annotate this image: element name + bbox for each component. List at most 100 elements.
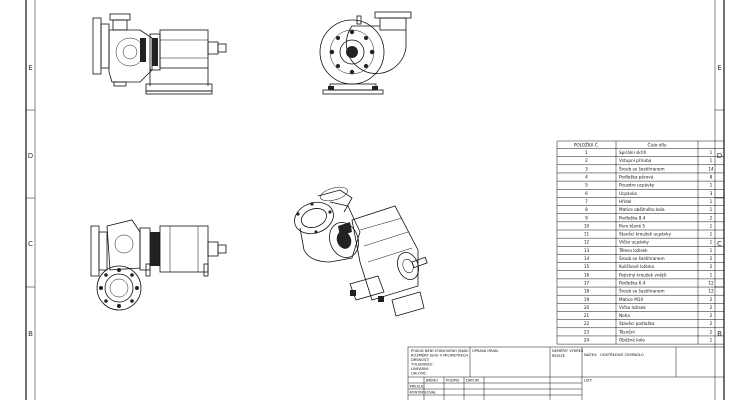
bom-row-part-name: Šroub se šestihranem [619,256,665,261]
bom-row-quantity: 1 [710,223,713,228]
tolerance-note-2: DRSNOST: [411,358,429,362]
bom-row-item-no: 13 [584,248,590,253]
bom-row-item-no: 23 [584,329,590,334]
bom-row-quantity: 2 [710,215,713,220]
bom-row-item-no: 16 [584,272,590,277]
bom-row-part-name: Pouzdro ucpávky [619,183,655,188]
bom-row-quantity: 1 [710,199,713,204]
bom-row-quantity: 2 [710,305,713,310]
zone-label-right-c: C [717,240,722,248]
bom-row-quantity: 1 [710,248,713,253]
bom-row-item-no: 18 [584,289,590,294]
bom-row-quantity: 14 [708,166,714,171]
bom-row-item-no: 21 [584,313,590,318]
bom-row-part-name: Těleso ložisek [618,248,648,253]
row-label-drawn: KRESLIL [410,385,424,389]
bom-row-item-no: 24 [584,338,590,343]
bom-row-quantity: 2 [710,313,713,318]
bom-row-item-no: 12 [584,240,590,245]
bom-row-item-no: 1 [585,150,588,155]
bom-row-part-name: Šroub se šestihranem [619,289,665,294]
bom-row-part-name: Víčko ložisek [619,305,646,310]
bom-row-quantity: 2 [710,297,713,302]
bom-row-part-name: Matice M10 [619,297,643,302]
bom-row-item-no: 17 [584,280,590,285]
bom-row-part-name: Spirální skříň [619,150,647,155]
col-label-date: DATUM [466,379,479,383]
bom-row-item-no: 6 [585,191,588,196]
bom-row-quantity: 1 [710,207,713,212]
bom-row-part-name: Víčko ucpávky [619,240,649,245]
do-not-scale-label: NEMĚŘIT VÝKRES [552,348,584,353]
pump-isometric-view [294,186,428,317]
bom-row-item-no: 20 [584,305,590,310]
pump-front-view [319,11,412,95]
tolerance-note-5: ÚHLOVÉ: [411,371,427,376]
tolerance-note-3: TOLERANCE: [410,363,434,367]
zone-label-left-d: D [28,152,33,160]
bom-row-part-name: Matice oběžného kola [619,207,665,212]
bom-row-part-name: Těsnění [618,329,635,334]
bom-row-part-name: Podložka pérová [619,175,654,180]
bom-row-quantity: 1 [710,150,713,155]
bom-row-part-name: Hřídel [619,199,631,204]
bom-row-part-name: Podložka 6.4 [619,280,646,285]
drawing-title: ODSTŘEDIVÉ ČERPADLO [600,352,644,357]
bom-row-item-no: 10 [584,223,590,228]
bom-row-part-name: Vstupní příruba [619,158,652,163]
col-label-name: JMÉNO [425,378,438,383]
bom-row-part-name: Ucpávka [619,191,637,196]
col-label-signature: PODPIS [446,379,460,383]
bom-row-quantity: 1 [710,158,713,163]
bom-row-item-no: 9 [585,215,588,220]
bom-header-part-name: Číslo dílu [648,142,667,147]
bom-row-item-no: 19 [584,297,590,302]
zone-label-left-c: C [28,240,33,248]
tolerance-note-0: POKUD NENÍ STANOVENO JINAK: [411,348,469,353]
bom-row-item-no: 11 [584,232,590,237]
title-block: POKUD NENÍ STANOVENO JINAK: ROZMĚRY JSOU… [407,346,725,400]
zone-label-right-b: B [717,330,722,338]
bom-row-quantity: 1 [710,240,713,245]
bom-row-part-name: Kuličkové ložisko [619,264,655,269]
tolerance-note-4: LINEÁRNÍ: [411,366,429,371]
pump-side-view [92,13,227,95]
bom-row-quantity: 1 [710,272,713,277]
zone-label-left-b: B [28,330,33,338]
bom-row-item-no: 14 [584,256,590,261]
bom-row-quantity: 8 [710,175,713,180]
bom-row-quantity: 1 [710,232,713,237]
bom-row-quantity: 12 [708,289,714,294]
bom-row-quantity: 1 [710,183,713,188]
edge-finish-label: OPRAVA HRAN: [472,349,499,353]
bom-row-part-name: Pojistný kroužek vnější [619,272,667,277]
bom-row-quantity: 2 [710,256,713,261]
bom-row-item-no: 8 [585,207,588,212]
bom-row-item-no: 5 [585,183,588,188]
zone-label-right-e: E [717,64,721,72]
bom-row-item-no: 3 [585,166,588,171]
bom-row-quantity: 2 [710,321,713,326]
zone-label-left-e: E [28,64,32,72]
bom-row-part-name: Oběžné kolo [619,338,645,343]
bom-row-part-name: Stavěcí kroužek ucpávky [619,232,671,237]
bom-row-item-no: 7 [585,199,588,204]
zone-label-right-d: D [717,152,722,160]
bom-row-part-name: Stavěcí podložka [619,321,655,326]
revision-label: REVIZE [552,354,566,358]
bom-row-quantity: 3 [710,191,713,196]
bom-row-part-name: Noha [619,313,630,318]
bom-row-item-no: 15 [584,264,590,269]
sheet-label: LIST: [584,379,592,383]
bom-row-quantity: 2 [710,329,713,334]
row-label-checked: KONTROLOVAL [410,391,437,395]
bom-row-quantity: 2 [710,264,713,269]
bom-row-item-no: 22 [584,321,590,326]
title-label: NÁZEV: [584,352,597,357]
pump-top-view [90,219,227,311]
bom-row-quantity: 1 [710,338,713,343]
bom-row-part-name: Pero těsné 5 [619,223,645,228]
